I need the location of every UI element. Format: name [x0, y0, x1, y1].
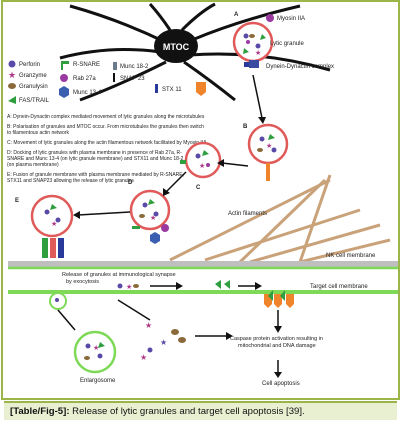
granzyme-icon: ★: [8, 70, 16, 80]
legend-stx11: STX 11: [162, 87, 182, 93]
released-molecules: ★: [117, 280, 262, 291]
label-step-c: C: [196, 185, 201, 191]
label-step-d: D: [128, 180, 133, 186]
svg-text:★: ★: [93, 344, 99, 352]
step-d-text-3: (on plasma membrane): [7, 162, 59, 168]
label-lytic-granule: Lytic granule: [270, 41, 304, 47]
fas-trail-r-icon: [196, 82, 206, 96]
svg-text:★: ★: [126, 283, 132, 291]
arrows: [77, 74, 263, 216]
granule-e: ★: [30, 194, 74, 258]
legend-perforin: Perforin: [19, 62, 40, 68]
label-release-2: by exocytosis: [66, 279, 99, 285]
mtoc: [154, 29, 198, 63]
label-myosin: Myosin IIA: [277, 16, 305, 22]
svg-text:★: ★: [199, 162, 205, 170]
legend-munc134: Munc 13-4: [73, 90, 102, 96]
legend-snap23: SNAP 23: [120, 76, 145, 82]
granule-a: ★: [232, 21, 274, 68]
mtoc-label: MTOC: [163, 42, 190, 52]
stx11-icon: [155, 84, 158, 93]
label-dynein: Dynein-Dynactin complex: [266, 64, 334, 70]
label-step-a: A: [234, 12, 239, 18]
caption-text: Release of lytic granules and target cel…: [69, 406, 305, 417]
svg-text:★: ★: [145, 321, 152, 330]
svg-text:★: ★: [51, 220, 57, 228]
legend-granulysin: Granulysin: [19, 84, 48, 90]
step-e-text-1: E: Fusion of granule membrane with plasm…: [7, 172, 184, 178]
svg-text:★: ★: [160, 338, 167, 347]
snap23-icon: [113, 73, 115, 82]
label-step-b: B: [243, 124, 248, 130]
svg-text:★: ★: [266, 142, 272, 150]
step-d-text-1: D: Docking of lytic granules with plasma…: [7, 150, 182, 156]
svg-text:★: ★: [255, 49, 261, 57]
legend-munc182: Munc 18-2: [120, 64, 149, 70]
granule-c: ★: [180, 141, 222, 179]
fas-trail-receptors: [264, 290, 294, 308]
nk-cell-membrane: [8, 261, 398, 268]
granule-b: ★: [247, 123, 289, 181]
label-release: Release of granules at immunological syn…: [62, 272, 176, 278]
steps-text: A: Dynein-Dynactin complex mediated move…: [7, 114, 207, 184]
step-a-text: A: Dynein-Dynactin complex mediated move…: [7, 114, 205, 120]
label-enlargosome: Enlargosome: [80, 378, 116, 384]
r-snare-icon: [61, 61, 69, 64]
legend: Perforin ★ Granzyme Granulysin FAS/TRAIL…: [8, 60, 206, 104]
munc134-icon: [59, 86, 69, 98]
label-caspase-2: mitochondrial and DNA damage: [238, 343, 316, 349]
rab27a-icon: [60, 74, 68, 82]
label-target-membrane: Target cell membrane: [310, 284, 368, 290]
legend-granzyme: Granzyme: [19, 73, 47, 79]
figure-caption: [Table/Fig-5]: Release of lytic granules…: [4, 401, 397, 420]
svg-text:★: ★: [140, 353, 147, 362]
target-interior: ★ ★ ★ ★: [49, 292, 282, 378]
step-d-text-2: SNARE and Munc 13-4 (on lytic granule me…: [7, 156, 184, 162]
svg-text:★: ★: [150, 214, 156, 222]
step-b-text-2: to filamentous actin network: [7, 130, 69, 136]
diagram-frame: [1, 0, 400, 400]
actin-filaments: [169, 174, 391, 264]
myosin-icon: [266, 14, 274, 22]
granule-d: ★: [129, 189, 171, 244]
label-nk-membrane: NK cell membrane: [326, 253, 376, 259]
label-actin: Actin filaments: [228, 211, 267, 217]
step-c-text: C: Movement of lytic granules along the …: [7, 140, 207, 146]
label-step-e: E: [15, 198, 19, 204]
munc182-icon: [113, 62, 117, 70]
caption-tag: [Table/Fig-5]:: [10, 406, 70, 417]
target-cell-membrane: [8, 290, 398, 294]
step-b-text-1: B: Polarisation of granules and MTOC occ…: [7, 124, 204, 130]
fas-trail-icon: [8, 96, 16, 104]
perforin-icon: [8, 60, 16, 68]
step-e-text-2: STX11 and SNAP23 allowing the release of…: [7, 178, 134, 184]
label-caspase: Caspase protein activation resulting in: [230, 336, 323, 342]
label-apoptosis: Cell apoptosis: [262, 381, 300, 387]
legend-fas-trail: FAS/TRAIL: [19, 98, 50, 104]
granulysin-icon: [8, 83, 16, 89]
legend-rab27a: Rab 27a: [73, 76, 96, 82]
lytic-granule-diagram: MTOC Perforin ★ Granzyme Granulysin FAS/…: [1, 0, 400, 400]
legend-r-snare: R-SNARE: [73, 62, 100, 68]
